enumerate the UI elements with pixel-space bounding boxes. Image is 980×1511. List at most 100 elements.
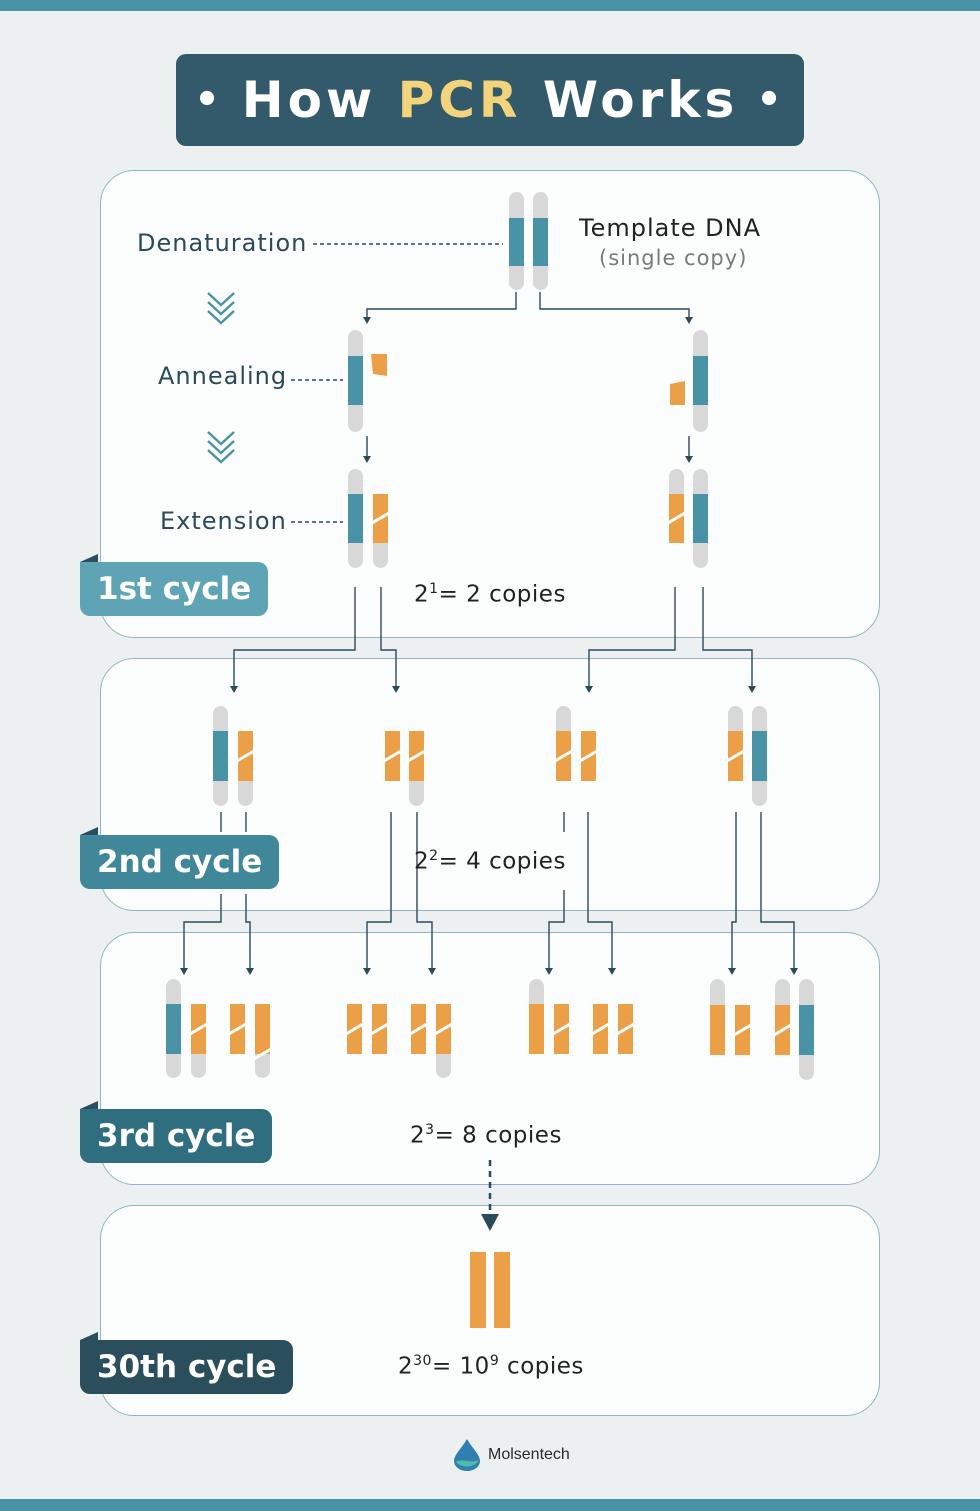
cycle-label-3rd: 3rd cycle	[80, 1101, 273, 1163]
c3-1-template-segment	[166, 1004, 181, 1054]
arrow-c2-2	[363, 968, 371, 975]
copies-cycle-1: 21= 2 copies	[414, 581, 566, 608]
connector-c2-2	[366, 812, 392, 968]
c2-b-new-left-break	[383, 749, 402, 763]
c3-7-body	[710, 1005, 725, 1055]
arrow-c1-b	[392, 686, 400, 693]
top-accent-bar	[0, 0, 980, 11]
ext-left-new-break	[371, 511, 390, 525]
step-extension: Extension	[160, 507, 287, 535]
cycle-label-1st: 1st cycle	[80, 554, 269, 616]
connector-c1-d	[702, 587, 753, 686]
anneal-right-template-segment	[693, 356, 708, 405]
template-strand-right-segment	[533, 218, 548, 266]
chevron-down-icon-2-1	[207, 440, 235, 455]
connector-c1-a	[233, 587, 356, 686]
arrow-c30	[481, 1214, 499, 1231]
arrow-denat-left	[363, 317, 371, 324]
c3-1-new-break	[189, 1022, 208, 1036]
connector-denat-left	[366, 292, 517, 318]
arrow-c2-1	[246, 968, 254, 975]
page-title: • How PCR Works •	[176, 54, 804, 146]
arrow-c1-c	[585, 686, 593, 693]
connector-c1-b	[380, 587, 397, 686]
c2-c-break	[554, 749, 573, 763]
c30-strand-right	[494, 1252, 510, 1328]
c30-strand-left	[470, 1252, 486, 1328]
chevron-down-icon-1-0	[207, 292, 235, 307]
title-bullet-left: •	[194, 77, 224, 123]
c3-4-left-break	[409, 1022, 428, 1036]
title-word-how: How	[241, 71, 377, 129]
chevron-down-icon-1-1	[207, 301, 235, 316]
connector-c2-7	[760, 812, 795, 968]
ext-right-template-segment	[693, 494, 708, 543]
ext-right-new-break	[667, 511, 686, 525]
cycle-label-2nd: 2nd cycle	[80, 827, 280, 889]
template-strand-left-segment	[509, 218, 524, 266]
arrow-c1-d	[748, 686, 756, 693]
bottom-accent-bar	[0, 1499, 980, 1511]
c3-8-template-segment	[799, 1005, 814, 1055]
c3-2-new-right-break	[253, 1047, 272, 1061]
c3-4-right-break	[434, 1022, 453, 1036]
c3-2-new-left-break	[228, 1022, 247, 1036]
anneal-left-template-segment	[348, 356, 363, 405]
brand-name: Molsentech	[488, 1446, 570, 1463]
arrow-c2-4	[545, 968, 553, 975]
template-dna-subtitle: (single copy)	[599, 246, 748, 270]
chevron-down-icon-2-0	[207, 431, 235, 446]
c3-6-right-break	[616, 1022, 635, 1036]
connector-c2-5	[587, 812, 613, 968]
copies-cycle-2: 22= 4 copies	[414, 848, 566, 875]
arrow-c2-3	[428, 968, 436, 975]
connector-c2-4	[548, 890, 565, 968]
c2-a-template-segment	[213, 731, 228, 781]
panel-cycle-1	[100, 170, 880, 638]
c2-c-new-right-break	[579, 749, 598, 763]
connector-c2-0	[183, 894, 222, 968]
template-dna-title: Template DNA	[579, 214, 761, 242]
connector-c2-6	[731, 812, 737, 968]
connector-c1-c	[588, 587, 676, 686]
arrow-denat-right	[685, 317, 693, 324]
arrow-c2-0	[180, 968, 188, 975]
c3-6-left-break	[591, 1022, 610, 1036]
chevron-down-icon-1-2	[207, 310, 235, 325]
title-word-works: Works	[542, 71, 739, 129]
c3-7-right-break	[733, 1023, 752, 1037]
c3-3-left-break	[345, 1022, 364, 1036]
brand: Molsentech	[452, 1438, 570, 1472]
copies-cycle-30: 230= 109 copies	[398, 1353, 584, 1380]
connector-denat-right	[539, 292, 690, 318]
droplet-logo-icon	[454, 1439, 480, 1471]
arrow-c2-5	[608, 968, 616, 975]
arrow-c2-7	[790, 968, 798, 975]
arrow-anneal-left	[363, 456, 371, 463]
ext-left-template-segment	[348, 494, 363, 543]
c2-b-new-right-break	[407, 749, 426, 763]
arrow-c2-6	[728, 968, 736, 975]
arrow-anneal-right	[685, 456, 693, 463]
connector-c2-3	[416, 812, 433, 968]
c3-5-body	[529, 1004, 544, 1054]
cycle-label-30th: 30th cycle	[80, 1332, 294, 1394]
chevron-down-icon-2-2	[207, 449, 235, 464]
title-bullet-right: •	[756, 77, 786, 123]
title-word-pcr: PCR	[397, 71, 522, 129]
anneal-left-primer	[371, 354, 387, 376]
arrow-c1-a	[230, 686, 238, 693]
copies-cycle-3: 23= 8 copies	[410, 1122, 562, 1149]
c3-5-right-break	[552, 1022, 571, 1036]
c2-d-break	[726, 749, 745, 763]
c3-8-break	[773, 1023, 792, 1037]
c2-d-template-segment	[752, 731, 767, 781]
c2-a-new-break	[236, 749, 255, 763]
connector-c2-1	[245, 894, 251, 968]
step-annealing: Annealing	[158, 362, 288, 390]
panel-cycle-3	[100, 932, 880, 1185]
c3-2-new-right	[255, 1004, 270, 1054]
anneal-right-primer	[670, 381, 685, 405]
step-denaturation: Denaturation	[137, 229, 308, 257]
